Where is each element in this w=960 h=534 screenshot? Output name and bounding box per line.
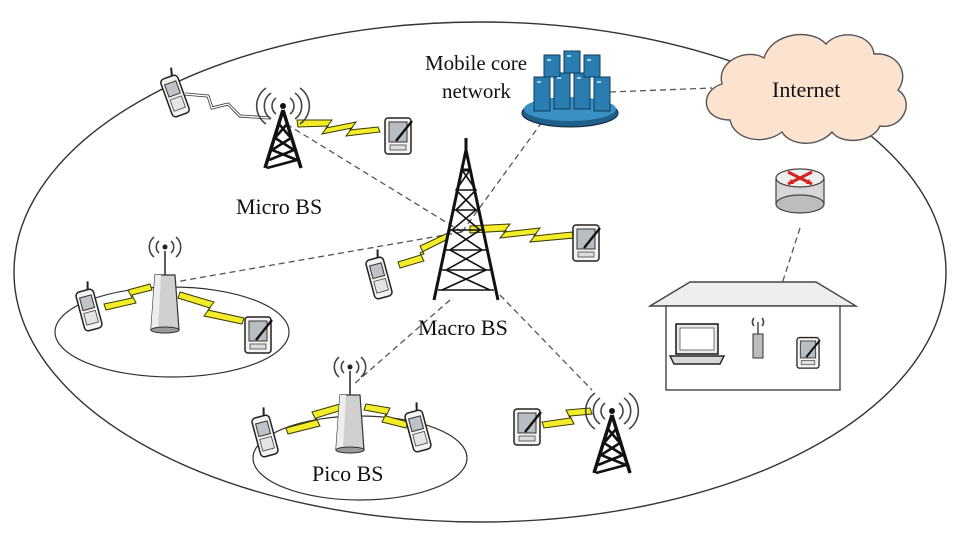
pico-antenna-icon-bottom	[333, 356, 367, 454]
laptop-icon	[668, 323, 726, 365]
pda-icon-house	[795, 336, 821, 370]
pda-icon-2	[571, 223, 602, 263]
mobile-phone-icon-1	[155, 65, 192, 119]
micro-bs-tower-icon-2	[583, 391, 641, 475]
pico-bs-label: Pico BS	[312, 461, 384, 486]
micro-bs-tower-icon	[254, 86, 312, 170]
cloud-icon	[705, 33, 907, 144]
macro-bs-label: Macro BS	[418, 315, 508, 340]
server-rack-icon	[521, 50, 619, 128]
internet-label: Internet	[772, 77, 840, 102]
backhaul-links	[174, 87, 801, 391]
macro-cell-boundary	[13, 21, 947, 523]
mobile-phone-icon-2	[362, 247, 394, 301]
network-label: network	[442, 79, 511, 103]
pda-icon-1	[383, 116, 414, 156]
mobile-phone-icon-3	[72, 279, 104, 333]
router-icon	[775, 168, 825, 214]
micro-bs-label: Micro BS	[236, 194, 322, 219]
pda-icon-4	[512, 407, 543, 447]
femto-antenna-icon	[751, 317, 765, 359]
wireless-links	[103, 92, 801, 435]
pda-icon-3	[243, 315, 274, 355]
mobile-core-label: Mobile core	[425, 51, 527, 75]
pico-antenna-icon-left	[148, 236, 182, 334]
macro-bs-tower-icon	[432, 138, 500, 301]
